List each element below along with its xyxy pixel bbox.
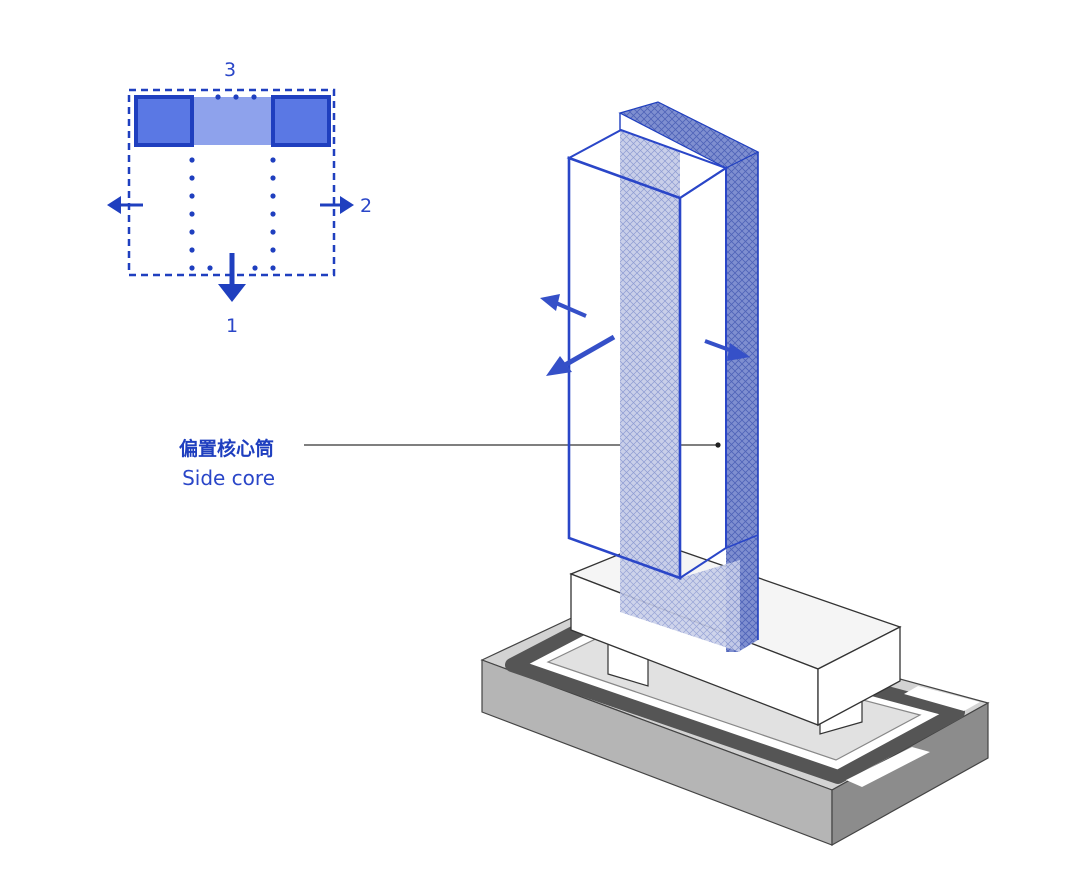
core-below-front xyxy=(620,558,740,652)
site-slab-right-face xyxy=(831,701,989,847)
site-corner-right xyxy=(904,686,980,711)
podium-right-face xyxy=(817,625,901,727)
plan-core-left xyxy=(134,95,194,147)
plan-label-3: 3 xyxy=(224,59,236,81)
tower-glass-side xyxy=(679,166,727,580)
arrow-down-icon xyxy=(218,253,246,302)
callout-label-zh: 偏置核心筒 xyxy=(179,437,274,460)
core-side-face xyxy=(726,152,758,652)
tower-arrow-right-icon xyxy=(704,339,750,361)
tower-base-line xyxy=(725,534,759,549)
tower-arrow-left-icon xyxy=(540,294,587,318)
tower xyxy=(540,101,760,652)
callout-leader-dot xyxy=(715,442,721,448)
arrow-left-icon xyxy=(107,196,143,214)
core-front-face xyxy=(620,130,680,578)
plan-label-2: 2 xyxy=(360,195,372,217)
plan-connector-bar xyxy=(192,97,274,145)
tower-arrow-down-left-icon xyxy=(546,334,616,376)
plan-label-1: 1 xyxy=(226,315,238,337)
arrow-right-icon xyxy=(320,196,354,214)
site-corner-bottom xyxy=(846,747,930,787)
plan-dotted-lines xyxy=(189,94,276,271)
callout-label-en: Side core xyxy=(182,466,275,490)
plan-core-right xyxy=(271,95,331,147)
plan-diagram: 3 2 1 xyxy=(107,59,372,337)
